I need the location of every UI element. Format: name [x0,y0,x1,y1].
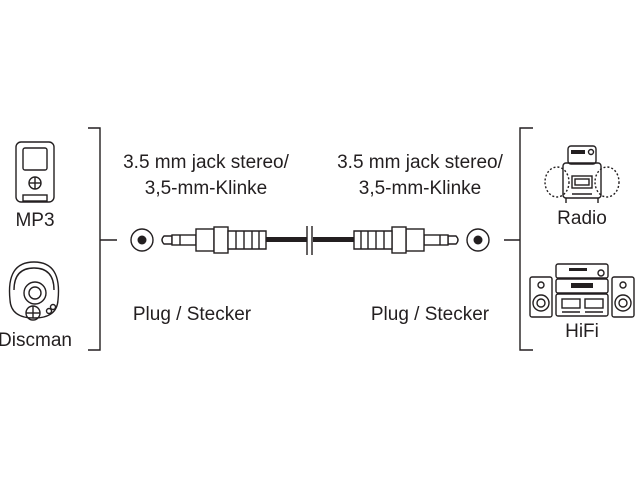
right-connector-spec-line1: 3.5 mm jack stereo/ [337,152,503,173]
right-connector-type: Plug / Stecker [371,304,490,325]
right-jack-plug [353,226,490,254]
radio-icon [544,145,620,203]
device-label-mp3: MP3 [15,210,54,231]
left-connector-spec-line2: 3,5-mm-Klinke [145,178,267,199]
left-connector-spec-line1: 3.5 mm jack stereo/ [123,152,289,173]
left-bracket [88,127,117,351]
audio-cable [130,226,490,255]
mp3-player-icon [15,141,55,203]
hifi-icon [529,263,635,318]
device-label-radio: Radio [557,208,607,229]
device-label-hifi: HiFi [565,321,599,342]
left-jack-plug [130,226,267,254]
right-bracket [504,127,533,351]
device-label-discman: Discman [0,330,72,351]
discman-icon [8,261,60,321]
left-connector-type: Plug / Stecker [133,304,252,325]
right-connector-spec-line2: 3,5-mm-Klinke [359,178,481,199]
